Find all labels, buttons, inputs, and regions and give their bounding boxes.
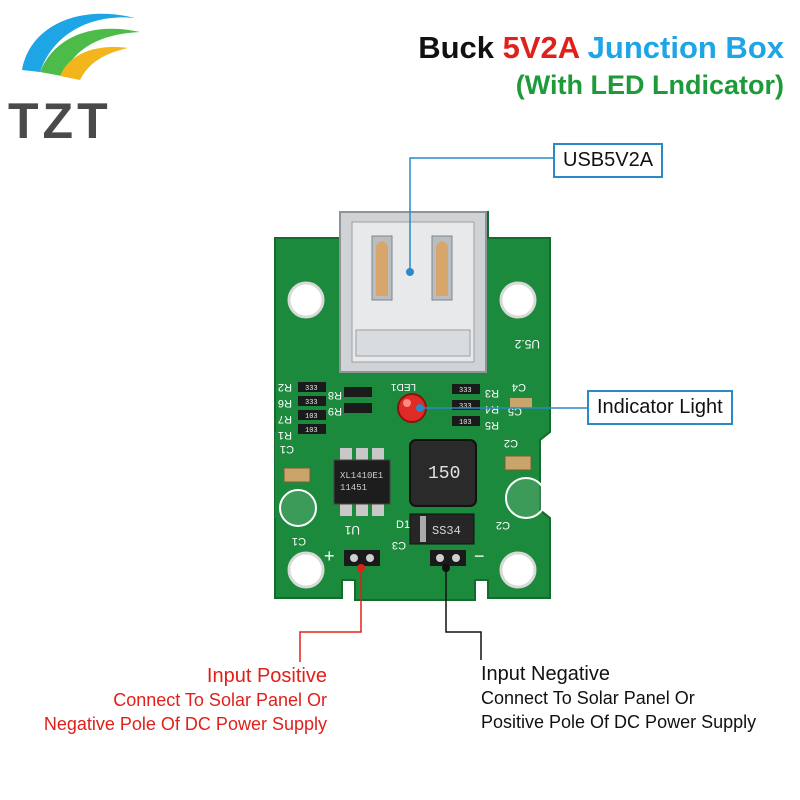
resistor-code: 333 <box>305 385 318 393</box>
minus-sign: − <box>474 546 485 566</box>
silk-label: R6 <box>278 397 292 409</box>
silk-label: R2 <box>278 381 292 393</box>
title-part-5v2a: 5V2A <box>502 30 580 65</box>
silk-label: C5 <box>508 405 522 417</box>
input-negative-line2: Positive Pole Of DC Power Supply <box>481 712 757 732</box>
input-positive-line1: Connect To Solar Panel Or <box>113 690 327 710</box>
indicator-light-callout-label: Indicator Light <box>587 390 733 425</box>
silk-label: C2 <box>504 437 518 449</box>
logo-swoosh-icon <box>22 13 140 80</box>
silk-label: C1 <box>292 535 306 547</box>
diode-marking: SS34 <box>432 524 461 538</box>
capacitor <box>279 489 317 527</box>
negative-leader-line <box>445 568 482 660</box>
silk-label: LED1 <box>391 381 416 392</box>
usb-callout-label: USB5V2A <box>553 143 664 178</box>
logo-text: TZT <box>8 93 112 149</box>
silk-label: U5.2 <box>514 337 540 351</box>
silk-label: U1 <box>344 523 360 537</box>
ic-marking: 11451 <box>340 483 367 493</box>
silk-label: C2 <box>496 519 510 531</box>
resistor-code: 333 <box>459 403 472 411</box>
mounting-hole <box>499 281 537 319</box>
silk-label: C4 <box>512 381 526 393</box>
input-positive-pad <box>344 550 380 566</box>
input-positive-note: Input Positive Connect To Solar Panel Or… <box>44 664 327 736</box>
title-part-junction-box: Junction Box <box>579 30 784 65</box>
usb-leader-line <box>409 157 553 272</box>
mounting-hole <box>287 281 325 319</box>
resistor-code: 103 <box>305 427 318 435</box>
mounting-hole <box>499 551 537 589</box>
input-negative-line1: Connect To Solar Panel Or <box>481 688 695 708</box>
silk-label: C1 <box>280 443 294 455</box>
silk-label: R7 <box>278 413 292 425</box>
silk-label: D1 <box>396 519 410 531</box>
resistor-code: 103 <box>459 419 472 427</box>
inductor-marking: 150 <box>428 464 460 484</box>
page-title: Buck 5V2A Junction Box <box>418 30 784 66</box>
resistor-code: 333 <box>305 399 318 407</box>
silk-label: R1 <box>278 429 292 441</box>
brand-logo: TZT <box>0 0 160 160</box>
page-subtitle: (With LED Lndicator) <box>515 70 784 100</box>
positive-leader-line <box>299 568 362 662</box>
usb-connector <box>339 211 487 373</box>
buck-ic <box>333 448 391 516</box>
silk-label: R9 <box>328 405 342 417</box>
input-positive-heading: Input Positive <box>206 665 327 687</box>
mounting-hole <box>287 551 325 589</box>
resistor-code: 103 <box>305 413 318 421</box>
input-negative-pad <box>430 550 466 566</box>
silk-label: R8 <box>328 389 342 401</box>
resistor-group-right <box>452 384 532 426</box>
silk-label: R5 <box>485 419 499 431</box>
silk-label: R4 <box>485 403 499 415</box>
input-positive-line2: Negative Pole Of DC Power Supply <box>43 714 327 734</box>
silk-label: C3 <box>392 539 406 551</box>
title-part-buck: Buck <box>418 30 503 65</box>
input-negative-heading: Input Negative <box>481 663 610 685</box>
resistor-group-left <box>298 382 372 434</box>
silk-label: R3 <box>485 387 499 399</box>
plus-sign: + <box>324 546 335 566</box>
resistor-code: 333 <box>459 387 472 395</box>
inductor <box>409 439 477 507</box>
input-negative-note: Input Negative Connect To Solar Panel Or… <box>481 662 756 734</box>
ic-marking: XL1410E1 <box>340 471 383 481</box>
capacitor <box>505 477 547 519</box>
